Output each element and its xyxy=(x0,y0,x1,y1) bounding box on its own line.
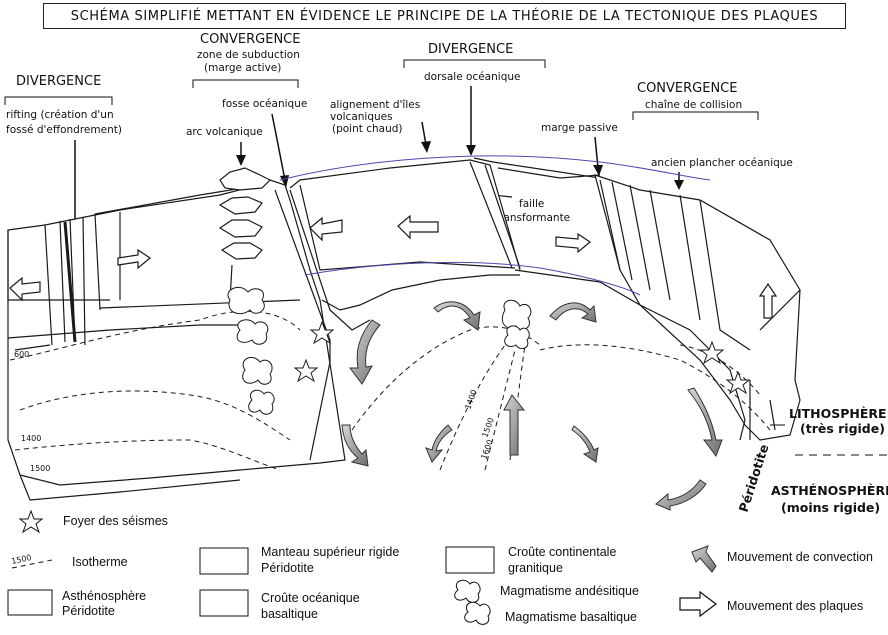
label-alignement: alignement d'îles xyxy=(330,99,420,111)
label-faille: faille xyxy=(519,198,544,210)
label-rifting-2: fossé d'effondrement) xyxy=(6,124,122,136)
label-marge-passive: marge passive xyxy=(541,122,618,134)
legend-croute-oc: Croûte océanique xyxy=(261,591,360,605)
earthquake-foci xyxy=(293,320,751,395)
label-alignement-2: volcaniques xyxy=(330,111,393,123)
label-subduction-2: (marge active) xyxy=(204,62,281,74)
label-transformante: transformante xyxy=(495,212,570,224)
legend-isotherm-value: 1500 xyxy=(11,553,33,566)
label-divergence-left: DIVERGENCE xyxy=(16,74,101,89)
isotherm-label-1400: 1400 xyxy=(21,434,41,443)
label-lithosphere: LITHOSPHÈRE xyxy=(789,406,887,421)
legend-isotherm-line xyxy=(11,559,53,569)
legend-isotherme: Isotherme xyxy=(72,555,128,569)
label-peridotite: Péridotite xyxy=(736,442,772,514)
label-subduction: zone de subduction xyxy=(197,49,300,61)
legend-croute-cont-2: granitique xyxy=(508,561,563,575)
legend-basaltic-icon xyxy=(464,601,491,625)
legend-manteau-2: Péridotite xyxy=(261,561,314,575)
legend-swatch-astheno xyxy=(7,589,53,616)
legend-star-icon xyxy=(18,509,44,534)
label-ancien-plancher: ancien plancher océanique xyxy=(651,157,793,169)
bracket-divergence-left xyxy=(4,96,113,105)
label-arc-volcanique: arc volcanique xyxy=(186,126,263,138)
label-alignement-3: (point chaud) xyxy=(332,123,403,135)
label-lithosphere-sub: (très rigide) xyxy=(800,421,885,436)
legend-croute-oc-2: basaltique xyxy=(261,607,318,621)
label-divergence-center: DIVERGENCE xyxy=(428,42,513,57)
isotherm-label-1400-center: 1400 xyxy=(463,388,478,410)
label-asthenosphere-sub: (moins rigide) xyxy=(781,500,880,515)
legend-convection-icon xyxy=(691,545,717,573)
isotherm-label-1500: 1500 xyxy=(30,464,50,473)
bracket-convergence-left xyxy=(192,79,299,88)
label-convergence-right: CONVERGENCE xyxy=(637,81,737,96)
legend-croute-cont: Croûte continentale xyxy=(508,545,616,559)
legend-astheno-2: Péridotite xyxy=(62,604,115,618)
isotherm-label-1500-center: 1500 xyxy=(480,416,495,438)
isotherm-label-600: 600 xyxy=(14,350,29,359)
legend-manteau: Manteau supérieur rigide xyxy=(261,545,399,559)
legend-swatch-croute-oc xyxy=(199,589,249,617)
legend-astheno: Asthénosphère xyxy=(62,589,146,603)
legend-magma-andesitique: Magmatisme andésitique xyxy=(500,584,639,598)
legend-plaques: Mouvement des plaques xyxy=(727,599,863,613)
label-chaine-collision: chaîne de collision xyxy=(645,99,742,111)
legend-plate-arrow-icon xyxy=(679,590,717,618)
legend-swatch-manteau xyxy=(199,547,249,575)
label-dorsale: dorsale océanique xyxy=(424,71,520,83)
legend-convection: Mouvement de convection xyxy=(727,550,873,564)
legend-magma-basaltique: Magmatisme basaltique xyxy=(505,610,637,624)
label-fosse-oceanique: fosse océanique xyxy=(222,98,307,110)
bracket-convergence-right xyxy=(632,111,759,120)
legend-andesitic-icon xyxy=(454,579,481,603)
plate-motion-arrows xyxy=(9,214,778,319)
surface-line-top xyxy=(279,155,711,181)
label-convergence-left: CONVERGENCE xyxy=(200,32,300,47)
diagram-title: SCHÉMA SIMPLIFIÉ METTANT EN ÉVIDENCE LE … xyxy=(43,3,846,29)
label-asthenosphere: ASTHÉNOSPHÈRE xyxy=(771,483,888,498)
label-rifting: rifting (création d'un xyxy=(6,109,114,121)
surface-line-base xyxy=(304,261,641,296)
magmatism-blobs xyxy=(227,287,532,415)
legend-foyer: Foyer des séismes xyxy=(63,514,168,528)
legend-swatch-croute-cont xyxy=(445,546,495,574)
legend: Foyer des séismes 1500 Isotherme Asthéno… xyxy=(7,509,873,625)
bracket-divergence-center xyxy=(403,59,546,68)
convection-arrows xyxy=(341,301,723,511)
isotherm-label-1600-center: 1600 xyxy=(479,438,494,460)
block-diagram xyxy=(7,157,801,501)
